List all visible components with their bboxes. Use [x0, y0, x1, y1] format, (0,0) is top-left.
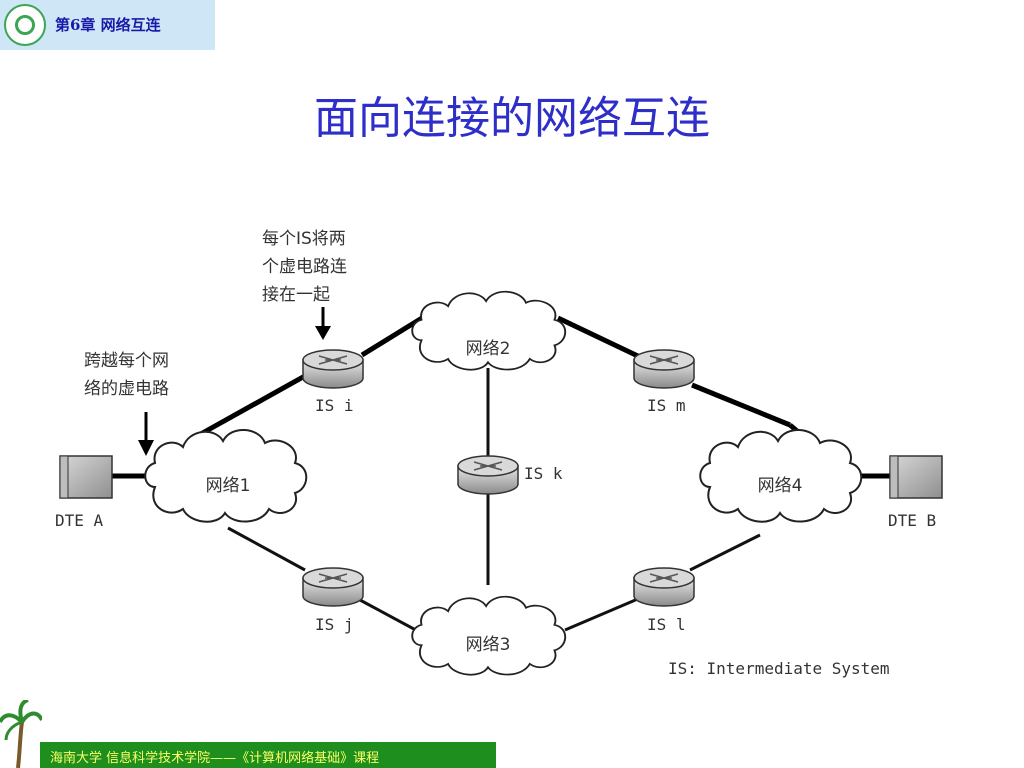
router-is-m: IS m — [633, 349, 695, 415]
router-is-l: IS l — [633, 567, 695, 634]
network-4-label: 网络4 — [758, 476, 803, 496]
router-is-k-label: IS k — [524, 464, 563, 483]
network-3-cloud: 网络3 — [411, 595, 567, 676]
router-is-i: IS i — [302, 349, 364, 415]
arrow-down-icon — [315, 326, 331, 340]
annotation-cross-line1: 跨越每个网 — [84, 351, 169, 371]
annotation-cross-network: 跨越每个网 络的虚电路 — [84, 351, 169, 456]
annotation-cross-line2: 络的虚电路 — [84, 379, 169, 399]
footer-bar: 海南大学 信息科学技术学院——《计算机网络基础》课程 — [40, 742, 496, 768]
dte-b-device: DTE B — [888, 455, 943, 530]
network-2-label: 网络2 — [466, 339, 511, 359]
thin-links — [227, 368, 761, 637]
router-is-k: IS k — [457, 455, 563, 495]
header-bar: 第6章 网络互连 — [0, 0, 215, 50]
network-3-label: 网络3 — [466, 635, 511, 655]
chapter-label: 第6章 网络互连 — [55, 16, 161, 34]
university-logo-icon — [4, 4, 46, 46]
router-is-l-label: IS l — [647, 615, 686, 634]
footer-text: 海南大学 信息科学技术学院——《计算机网络基础》课程 — [50, 751, 380, 766]
network-1-cloud: 网络1 — [144, 428, 308, 523]
router-is-j: IS j — [302, 567, 364, 634]
network-1-label: 网络1 — [206, 476, 251, 496]
palm-tree-icon — [0, 700, 42, 768]
dte-a-device: DTE A — [55, 455, 113, 530]
annotation-is-connect-line2: 个虚电路连 — [262, 257, 347, 277]
legend-text: IS: Intermediate System — [668, 659, 890, 678]
network-4-cloud: 网络4 — [699, 428, 863, 523]
dte-a-label: DTE A — [55, 511, 104, 530]
annotation-is-connect-line1: 每个IS将两 — [262, 229, 346, 249]
network-2-cloud: 网络2 — [411, 290, 567, 371]
router-is-j-label: IS j — [315, 615, 354, 634]
annotation-is-connect-line3: 接在一起 — [262, 285, 330, 305]
annotation-is-connect: 每个IS将两 个虚电路连 接在一起 — [262, 229, 347, 340]
router-is-i-label: IS i — [315, 396, 354, 415]
dte-b-label: DTE B — [888, 511, 936, 530]
page-title: 面向连接的网络互连 — [314, 93, 710, 144]
router-is-m-label: IS m — [647, 396, 686, 415]
arrow-down-icon — [138, 440, 154, 456]
